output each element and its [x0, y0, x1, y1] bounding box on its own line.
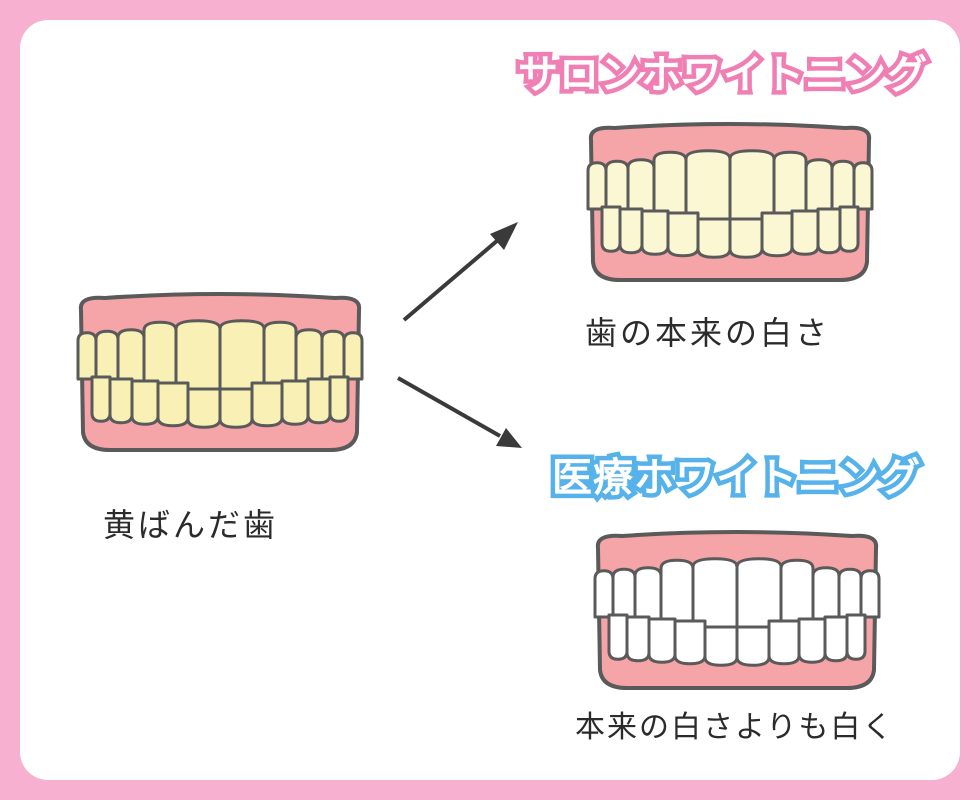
medical-whitening-heading: 医療ホワイトニング	[548, 451, 925, 506]
medical-teeth-illustration	[592, 530, 882, 695]
arrow-to-medical	[397, 376, 522, 448]
medical-caption: 本来の白さよりも白く	[575, 710, 895, 745]
yellowed-teeth-label: 黄ばんだ歯	[103, 506, 279, 544]
arrow-to-salon	[402, 222, 518, 322]
salon-teeth-illustration	[585, 122, 875, 287]
salon-whitening-heading: サロンホワイトニング	[514, 48, 932, 103]
yellowed-teeth-illustration	[75, 292, 365, 457]
salon-caption: 歯の本来の白さ	[585, 314, 831, 352]
